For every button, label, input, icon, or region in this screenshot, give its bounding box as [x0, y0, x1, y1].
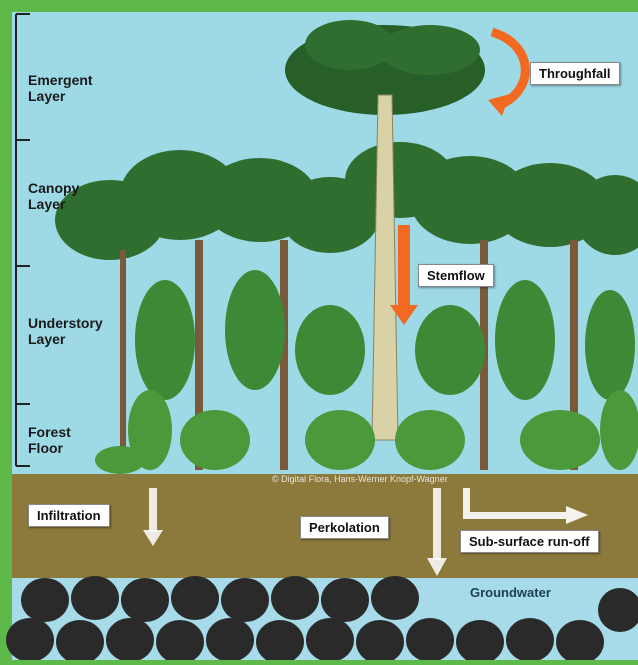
- subsurface-runoff-label: Sub-surface run-off: [460, 530, 599, 553]
- image-credit: © Digital Flora, Hans-Werner Knopf-Wagne…: [272, 474, 448, 484]
- infiltration-label: Infiltration: [28, 504, 110, 527]
- percolation-label: Perkolation: [300, 516, 389, 539]
- throughfall-label: Throughfall: [530, 62, 620, 85]
- groundwater-label: Groundwater: [470, 585, 551, 600]
- stemflow-label: Stemflow: [418, 264, 494, 287]
